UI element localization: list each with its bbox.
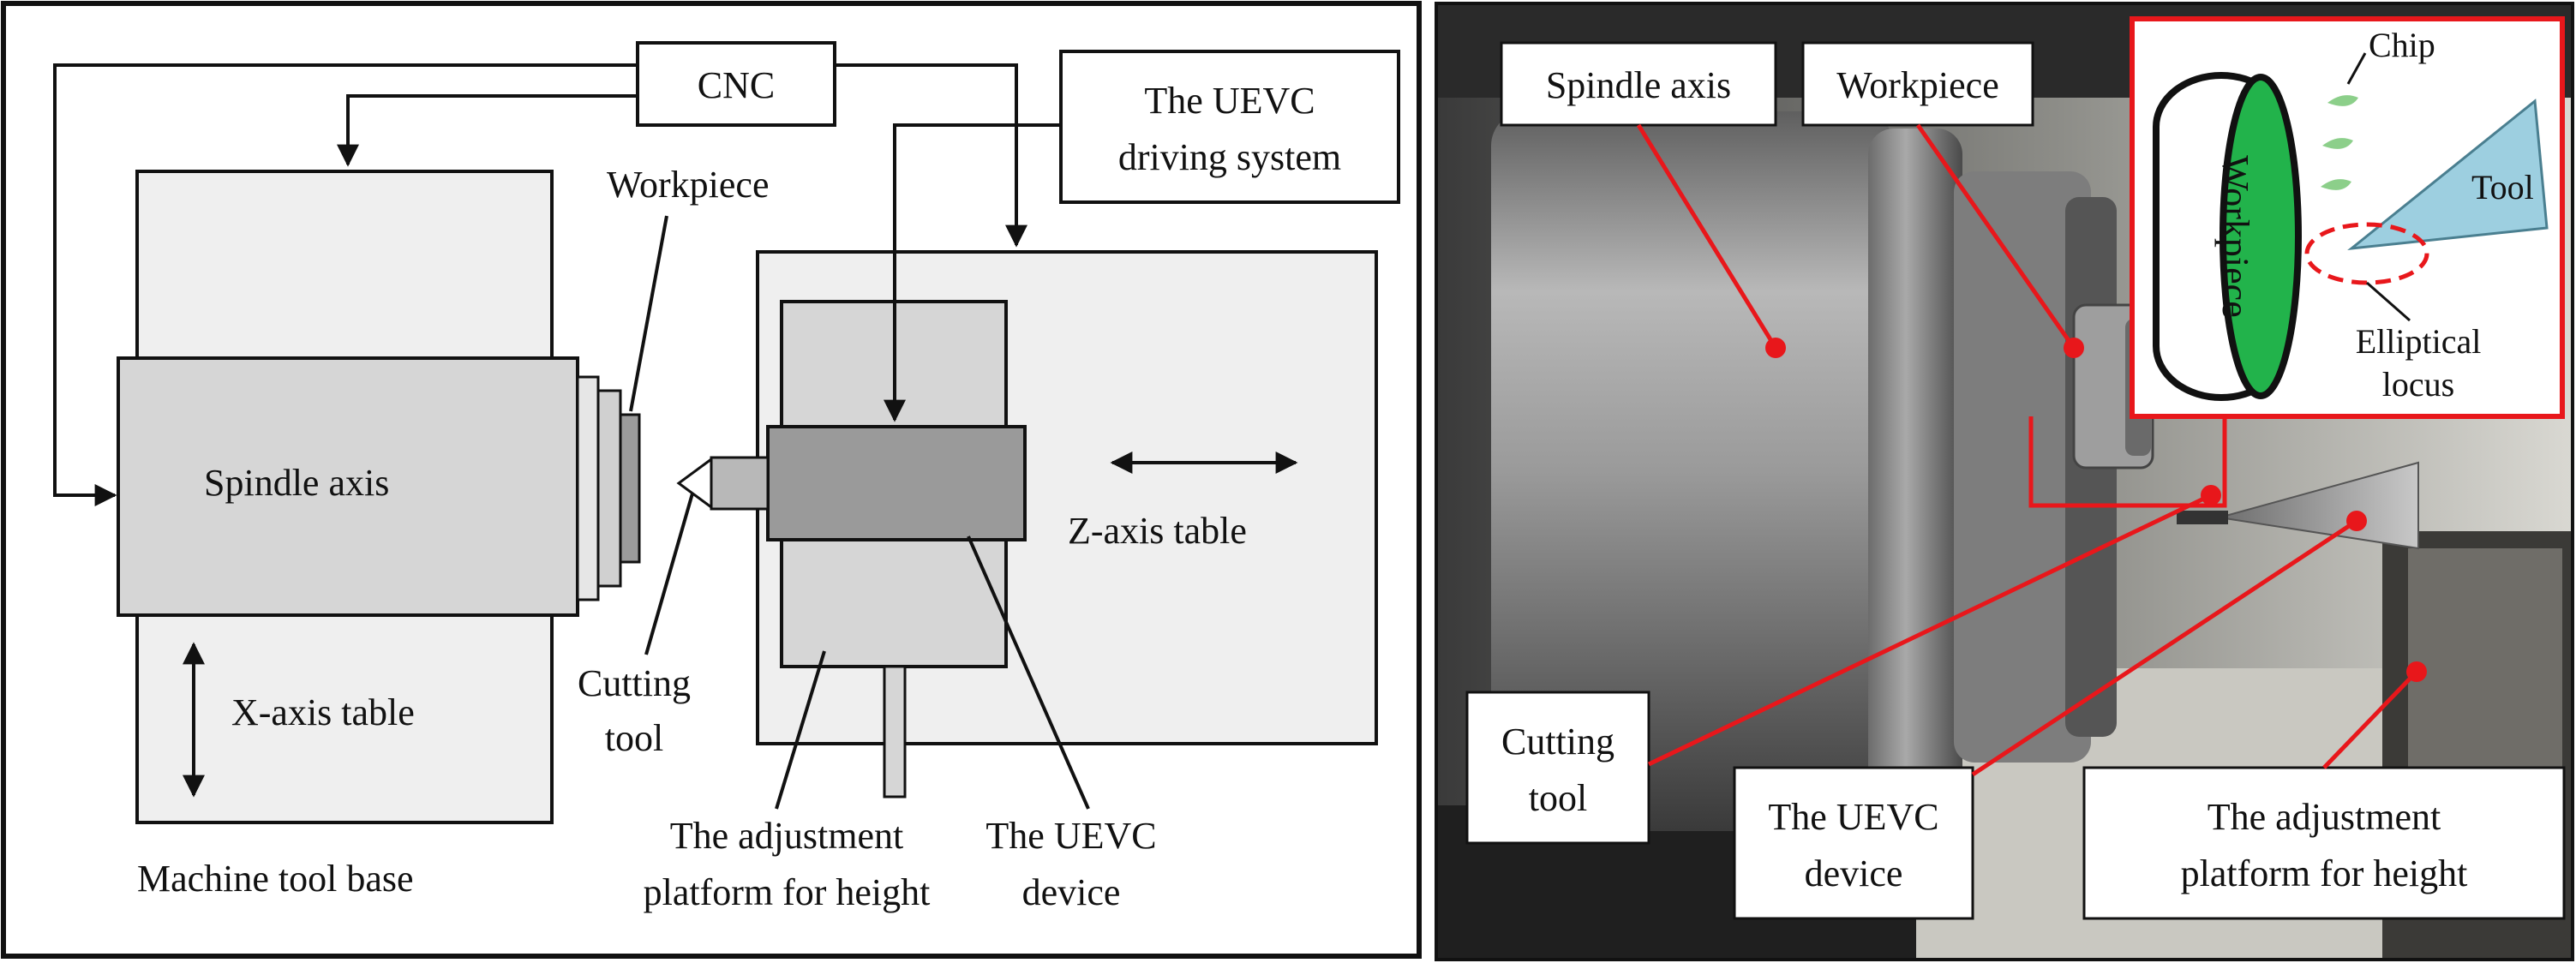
uevc-driving-system-label-line2: driving system (1118, 136, 1341, 178)
cutting-tool-label-line2: tool (605, 717, 663, 759)
photo-uevc-device-label-line1: The UEVC (1768, 796, 1938, 838)
inset-tool-shape (2347, 99, 2549, 251)
photo-adjustment-platform-leader (2322, 670, 2418, 769)
spindle-axis-label: Spindle axis (204, 462, 389, 504)
spindle-flange-2 (596, 389, 622, 588)
machine-tool-base-label: Machine tool base (137, 858, 414, 900)
photo-spindle-front-ring (1868, 129, 1962, 814)
photo-adjustment-platform-label-box (2082, 766, 2566, 920)
photo-uevc-device-dot (2346, 511, 2367, 531)
photo-cutting-tool-label-line1: Cutting (1501, 721, 1614, 763)
photo-workpiece-label-box (1801, 41, 2034, 127)
inset-chip-3 (2321, 179, 2351, 190)
photo-adjustment-platform-label-line2: platform for height (2181, 852, 2468, 894)
photo-cutting-tool-dot (2201, 485, 2221, 505)
photo-spindle-axis-label-box (1500, 41, 1777, 127)
photo-tool-shank (2177, 511, 2228, 524)
cnc-label: CNC (698, 64, 775, 106)
workpiece-shape (619, 413, 641, 564)
z-axis-table-label: Z-axis table (1068, 510, 1247, 552)
photo-annotations: Spindle axis Workpiece Cutting tool The … (1465, 41, 2566, 920)
inset-chip-leader (2346, 52, 2367, 85)
photo-chuck (1954, 171, 2091, 763)
photo-spindle-axis-leader (1636, 123, 1778, 350)
inset-workpiece-label: Workpiece (2214, 155, 2256, 317)
schematic-panel: CNC The UEVC driving system Spindle axis… (1, 1, 1422, 959)
photo-workpiece-label: Workpiece (1836, 64, 1998, 106)
uevc-device-leader (967, 535, 1090, 810)
cutting-tool-leader (644, 493, 694, 655)
photo-spindle-axis-label: Spindle axis (1546, 64, 1731, 106)
inset-tool-label: Tool (2471, 168, 2534, 206)
photo-workpiece-leader (1915, 123, 2076, 350)
inset-locus-label-line2: locus (2382, 365, 2454, 404)
photo-uevc-device-leader (1971, 518, 2358, 777)
photo-cutting-tool-leader (1647, 493, 2213, 767)
photo-inset: Workpiece Chip Tool Elliptical locus (2130, 16, 2565, 419)
photo-workpiece-dot (2064, 338, 2084, 358)
cnc-to-base-line (337, 94, 638, 167)
spindle-flange (576, 375, 600, 601)
photo-tool-cone (2219, 461, 2419, 550)
uevc-device-block (766, 425, 1027, 541)
uevc-device-label-line2: device (1022, 871, 1121, 913)
workpiece-label: Workpiece (607, 164, 769, 206)
inset-locus-leader (2366, 281, 2411, 322)
driving-system-to-uevc-line (884, 123, 1061, 422)
photo-cutting-tool-label-box (1465, 691, 1650, 845)
uevc-driving-system-label-line1: The UEVC (1144, 80, 1315, 122)
photo-frame (1435, 2, 2574, 961)
workpiece-leader (629, 215, 668, 412)
tool-holder (710, 456, 770, 511)
adjustment-stem (883, 665, 907, 799)
photo-cutting-tool-label-line2: tool (1529, 777, 1587, 819)
inset-locus-label-line1: Elliptical (2356, 322, 2482, 361)
photo-adjustment-platform-label-line1: The adjustment (2208, 796, 2441, 838)
cnc-box (636, 41, 836, 127)
cutting-tool-label-line1: Cutting (578, 662, 691, 704)
photo-uevc-device-label-box (1733, 766, 1974, 920)
uevc-device-label-line1: The UEVC (985, 815, 1156, 857)
inset-chip-label: Chip (2369, 26, 2435, 64)
inset-workpiece-face (2220, 74, 2302, 399)
adjustment-platform-label-line2: platform for height (644, 871, 931, 913)
inset-chip-2 (2322, 138, 2353, 149)
cutting-tool-tip (676, 457, 713, 510)
x-axis-table-label: X-axis table (231, 691, 415, 733)
photo-spindle-axis-dot (1765, 338, 1786, 358)
photo-panel: Spindle axis Workpiece Cutting tool The … (1435, 2, 2574, 961)
adjustment-platform-label-line1: The adjustment (670, 815, 904, 857)
adjustment-platform-leader (775, 650, 826, 810)
photo-spindle-body (1491, 111, 1894, 831)
cnc-to-spindle-line (53, 63, 638, 506)
photo-adjustment-platform-dot (2406, 661, 2427, 682)
uevc-driving-system-box (1059, 50, 1400, 204)
spindle-axis-block (117, 356, 579, 617)
photo-uevc-device-label-line2: device (1805, 852, 1903, 894)
cnc-to-z-table-line (835, 63, 1027, 248)
inset-chip-1 (2327, 95, 2358, 106)
